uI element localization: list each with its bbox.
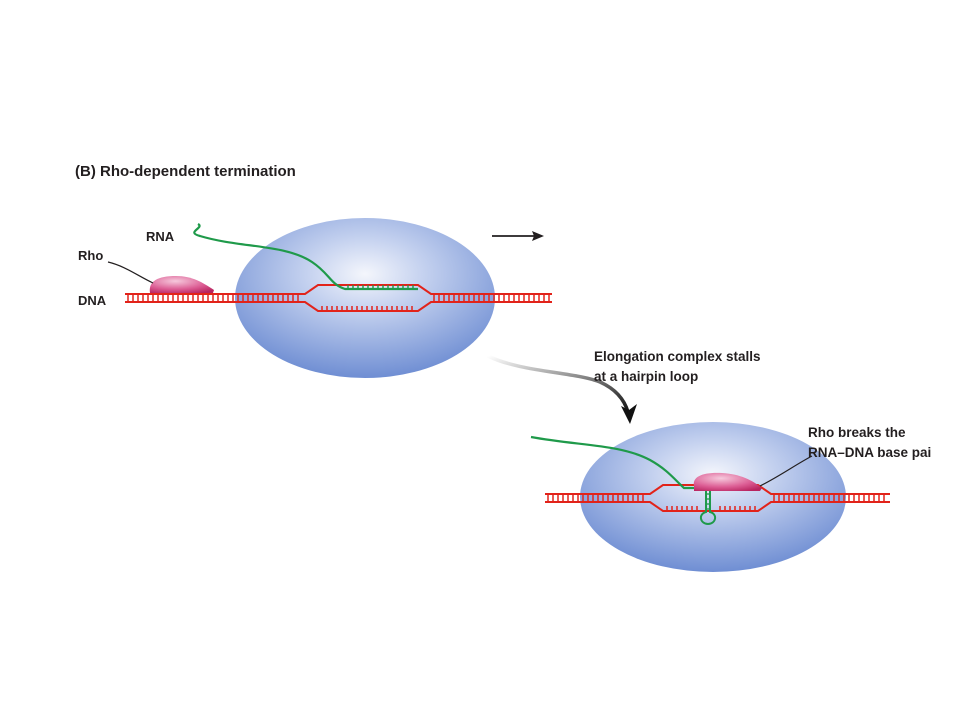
panel-top-complex: RNA Rho DNA	[78, 218, 552, 378]
rna-strand-bottom	[530, 435, 750, 490]
direction-arrow	[492, 231, 544, 241]
rho-break-caption-line2: RNA–DNA base pai	[808, 445, 931, 460]
rho-leader-line	[107, 261, 154, 284]
hairpin-stem-pairs	[706, 493, 710, 510]
rna-polymerase-top	[235, 218, 495, 378]
rna-dna-hybrid-top	[347, 285, 414, 289]
rho-break-leader-line	[759, 455, 813, 487]
rho-break-caption-line1: Rho breaks the	[808, 425, 906, 440]
rho-protein-bottom	[693, 472, 762, 491]
stall-caption-line2: at a hairpin loop	[594, 369, 698, 384]
rna-hairpin-loop	[700, 489, 716, 526]
stall-caption-line1: Elongation complex stalls	[594, 349, 761, 364]
rho-label: Rho	[78, 248, 103, 263]
rho-protein-top	[149, 276, 214, 293]
transition-arrow	[486, 354, 637, 424]
rna-polymerase-bottom	[580, 422, 846, 572]
dna-label: DNA	[78, 293, 107, 308]
figure-title: (B) Rho-dependent termination	[75, 163, 296, 180]
rna-strand-top	[193, 223, 418, 291]
panel-bottom-complex: Rho breaks the RNA–DNA base pai	[530, 422, 931, 572]
rna-label: RNA	[146, 229, 175, 244]
